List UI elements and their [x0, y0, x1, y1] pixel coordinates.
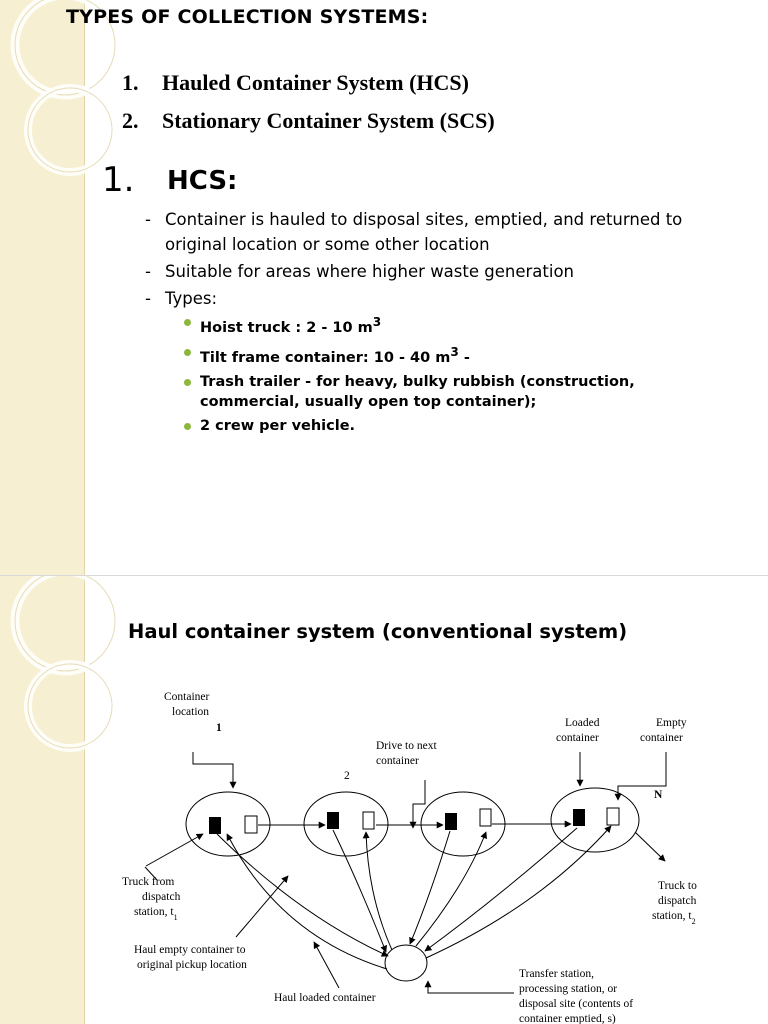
transfer-station-pointer — [424, 980, 514, 994]
haul-empty-path — [362, 831, 393, 951]
decorative-rings — [10, 576, 120, 752]
list-item-label: Stationary Container System (SCS) — [162, 108, 495, 133]
empty-container-label: container — [640, 732, 683, 744]
drive-next-label: container — [376, 755, 419, 767]
transfer-station-label: Transfer station, — [519, 968, 594, 980]
haul-loaded-path — [332, 829, 387, 953]
list-item-text: Hoist truck : 2 - 10 m — [200, 319, 373, 336]
slide-2: Haul container system (conventional syst… — [0, 576, 768, 1024]
drive-next-pointer — [409, 780, 426, 829]
empty-container-icon — [244, 815, 258, 834]
side-band-edge — [84, 576, 85, 1024]
diagram-title: Haul container system (conventional syst… — [128, 620, 628, 643]
truck-from-arrow — [145, 833, 204, 867]
haul-loaded-pointer — [313, 941, 340, 989]
loaded-container-icon — [209, 817, 221, 834]
container-location-pointer — [192, 752, 237, 789]
truck-to-label: dispatch — [658, 895, 697, 907]
haul-empty-path — [415, 831, 487, 947]
truck-to-label: station, t2 — [652, 910, 696, 926]
truck-from-label: Truck from — [122, 876, 174, 888]
slide-1: TYPES OF COLLECTION SYSTEMS: 1. Hauled Co… — [0, 0, 745, 576]
side-band-edge — [84, 0, 85, 576]
container-location-label: location — [172, 706, 209, 718]
haul-loaded-path — [424, 827, 578, 952]
haul-empty-pointer — [235, 875, 289, 938]
truck-from-label: station, t1 — [134, 906, 178, 922]
list-item-text: Container is hauled to disposal sites, e… — [165, 210, 683, 254]
location-ellipse-2 — [303, 791, 389, 857]
bullet-icon — [184, 378, 191, 386]
section-title: HCS: — [167, 166, 238, 196]
list-item-text: 2 crew per vehicle. — [200, 417, 356, 434]
haul-empty-path — [425, 825, 612, 959]
truck-to-arrow — [634, 831, 666, 862]
disposal-site-ellipse — [384, 944, 428, 982]
transfer-station-label: disposal site (contents of — [519, 998, 633, 1010]
bullet-icon — [184, 319, 191, 326]
list-item: 1. Hauled Container System (HCS) — [122, 68, 495, 106]
bullet-icon — [184, 348, 191, 356]
superscript: 3 — [450, 344, 459, 359]
empty-container-icon — [606, 807, 620, 826]
drive-next-label: Drive to next — [376, 740, 437, 752]
side-band — [0, 576, 84, 1024]
transfer-station-label: container emptied, s) — [519, 1013, 616, 1024]
truck-to-label: Truck to — [658, 880, 697, 892]
hcs-description-list: -Container is hauled to disposal sites, … — [145, 207, 745, 313]
location-ellipse-1 — [185, 791, 271, 857]
slide-title: TYPES OF COLLECTION SYSTEMS: — [66, 6, 429, 28]
list-number: 2. — [122, 108, 139, 133]
section-number: 1. — [102, 160, 135, 200]
empty-container-pointer — [614, 752, 667, 801]
loaded-container-icon — [445, 813, 457, 830]
loaded-container-label: Loaded — [565, 717, 600, 729]
dash-marker: - — [145, 262, 151, 281]
loaded-container-label: container — [556, 732, 599, 744]
bullet-icon — [184, 422, 191, 430]
haul-loaded-path — [409, 830, 451, 945]
decorative-rings — [10, 0, 120, 176]
container-location-label: Container — [164, 691, 210, 703]
haul-loaded-label: Haul loaded container — [274, 992, 376, 1004]
list-item: -Suitable for areas where higher waste g… — [145, 259, 745, 284]
empty-container-icon — [479, 808, 492, 827]
dash-marker: - — [145, 289, 151, 308]
truck-from-label: dispatch — [142, 891, 181, 903]
list-item-suffix: - — [458, 349, 470, 366]
list-item: -Types: — [145, 286, 745, 311]
list-item: Trash trailer - for heavy, bulky rubbish… — [183, 372, 713, 412]
loaded-container-icon — [327, 812, 339, 829]
location-number: 2 — [344, 770, 350, 782]
haul-empty-label: original pickup location — [137, 959, 247, 971]
list-item: Hoist truck : 2 - 10 m3 — [183, 312, 713, 338]
list-item-text: Tilt frame container: 10 - 40 m — [200, 349, 451, 366]
dash-marker: - — [145, 210, 151, 229]
empty-container-label: Empty — [656, 717, 687, 729]
location-number: 1 — [216, 722, 222, 734]
superscript: 3 — [372, 315, 382, 329]
truck-from-pointer — [144, 866, 158, 881]
list-item: -Container is hauled to disposal sites, … — [145, 207, 745, 257]
transfer-station-label: processing station, or — [519, 983, 617, 995]
list-item-text: Trash trailer - for heavy, bulky rubbish… — [200, 373, 635, 410]
list-item-text: Suitable for areas where higher waste ge… — [165, 262, 574, 281]
list-item: Tilt frame container: 10 - 40 m3 - — [183, 342, 713, 368]
haul-empty-path — [226, 833, 388, 970]
slide-separator — [0, 575, 768, 576]
loaded-container-icon — [573, 809, 585, 826]
collection-systems-list: 1. Hauled Container System (HCS) 2. Statio… — [122, 68, 495, 144]
list-item-label: Hauled Container System (HCS) — [162, 70, 469, 95]
empty-container-icon — [362, 811, 375, 830]
hcs-types-list: Hoist truck : 2 - 10 m3 Tilt frame conta… — [183, 312, 713, 440]
location-ellipse-n — [550, 787, 640, 853]
location-number: N — [654, 789, 663, 801]
list-item: 2. Stationary Container System (SCS) — [122, 106, 495, 144]
list-number: 1. — [122, 70, 139, 95]
list-item-text: Types: — [165, 289, 218, 308]
haul-container-diagram: Container location 1 2 N Drive to next c… — [122, 691, 697, 1024]
haul-empty-label: Haul empty container to — [134, 944, 246, 956]
list-item: 2 crew per vehicle. — [183, 416, 713, 436]
